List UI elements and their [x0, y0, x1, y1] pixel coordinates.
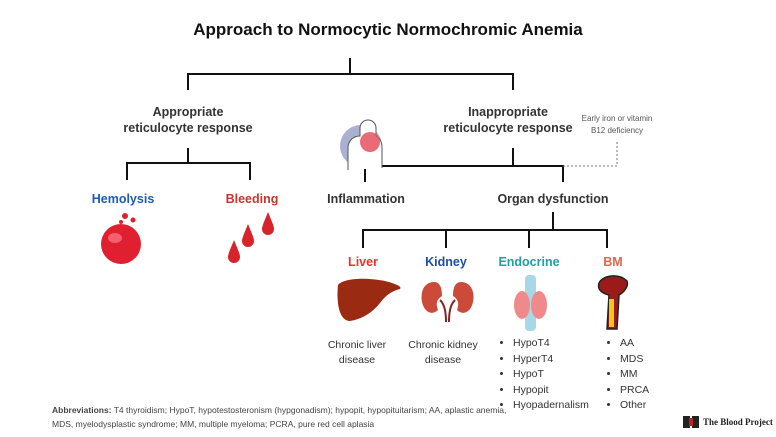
list-item: PRCA	[620, 383, 649, 399]
page-title: Approach to Normocytic Normochromic Anem…	[193, 20, 583, 39]
appropriate-response-label: Appropriate reticulocyte response	[123, 105, 253, 135]
blood-drops-icon	[228, 212, 274, 263]
list-item: MDS	[620, 352, 649, 368]
inflammation-label: Inflammation	[327, 192, 405, 206]
inappropriate-response-label: Inappropriate reticulocyte response	[443, 105, 573, 135]
liver-icon	[337, 278, 401, 321]
bm-label: BM	[603, 255, 623, 269]
list-item: HypoT4	[513, 336, 589, 352]
list-item: Hypopit	[513, 383, 589, 399]
early-deficiency-note: Early iron or vitamin B12 deficiency	[581, 114, 653, 135]
endocrine-label: Endocrine	[498, 255, 560, 269]
thyroid-icon	[514, 275, 547, 331]
organ-dysfunction-label: Organ dysfunction	[497, 192, 609, 206]
red-blood-cell-icon	[101, 213, 141, 264]
kidney-label: Kidney	[425, 255, 467, 269]
liver-label: Liver	[348, 255, 378, 269]
logo-text: The Blood Project	[703, 417, 773, 427]
logo: The Blood Project	[683, 415, 773, 429]
list-item: HyperT4	[513, 352, 589, 368]
list-item: AA	[620, 336, 649, 352]
hemolysis-label: Hemolysis	[91, 192, 155, 206]
bone-marrow-icon	[597, 275, 629, 330]
inflammation-person-icon	[340, 119, 383, 170]
endocrine-list: HypoT4 HyperT4 HypoT Hypopit Hyopadernal…	[501, 336, 589, 414]
liver-description: Chronic liver disease	[327, 339, 387, 366]
list-item: Hyopadernalism	[513, 398, 589, 414]
bleeding-label: Bleeding	[225, 192, 279, 206]
kidney-description: Chronic kidney disease	[408, 339, 478, 366]
abbreviations-label: Abbreviations:	[52, 405, 112, 415]
book-icon	[683, 416, 699, 428]
bm-list: AA MDS MM PRCA Other	[608, 336, 649, 414]
list-item: Other	[620, 398, 649, 414]
kidney-icon	[421, 282, 474, 323]
list-item: MM	[620, 367, 649, 383]
abbreviations: Abbreviations: T4 thyroidism; HypoT, hyp…	[52, 403, 512, 431]
abbreviations-text: T4 thyroidism; HypoT, hypotestosteronism…	[52, 405, 507, 429]
list-item: HypoT	[513, 367, 589, 383]
